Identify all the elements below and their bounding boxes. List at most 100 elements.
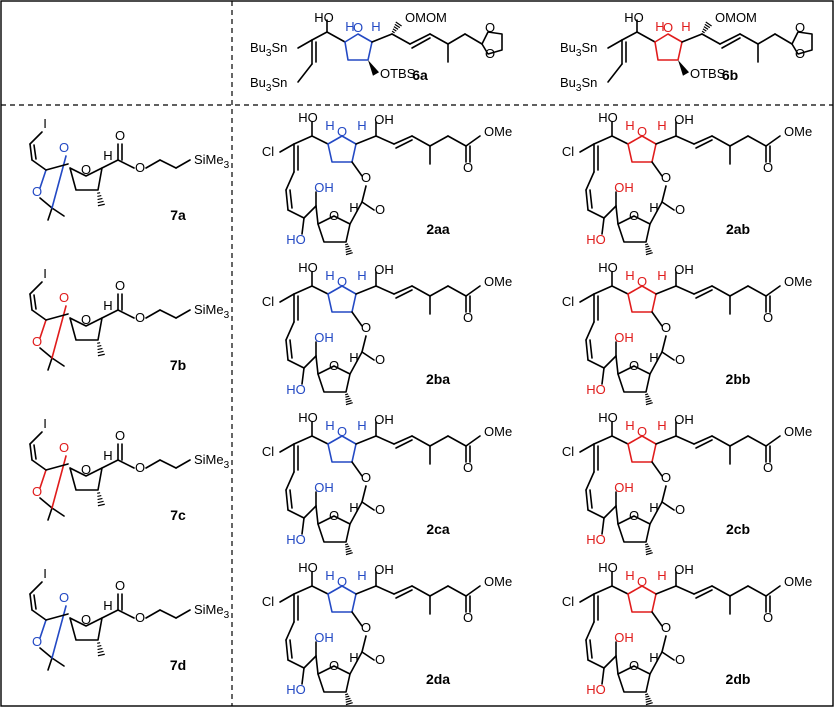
lactone-carbonyl-o: O bbox=[675, 652, 685, 667]
carbonyl-o: O bbox=[115, 128, 125, 143]
compound-label-2ba: 2ba bbox=[426, 371, 450, 387]
ho-top-label: HO bbox=[598, 110, 618, 125]
lactone-carbonyl-o: O bbox=[675, 352, 685, 367]
ring-oxygen-bottom: O bbox=[329, 358, 339, 373]
h-label-top-1: H bbox=[325, 418, 334, 433]
dioxolane-o2: O bbox=[485, 46, 495, 61]
iodide-label: I bbox=[43, 416, 47, 431]
ho-top-label: HO bbox=[598, 260, 618, 275]
h-label-top-2: H bbox=[357, 118, 366, 133]
h-label-top-2: H bbox=[357, 268, 366, 283]
chloride-label: Cl bbox=[562, 294, 574, 309]
oh-top-label: OH bbox=[674, 262, 694, 277]
ester-carbonyl-o: O bbox=[763, 610, 773, 625]
chloride-label: Cl bbox=[562, 444, 574, 459]
h-label-top-1: H bbox=[625, 568, 634, 583]
h-label-2: H bbox=[371, 19, 380, 34]
chloride-label: Cl bbox=[262, 144, 274, 159]
ho-lower-label: HO bbox=[586, 532, 606, 547]
ho-top-label: HO bbox=[298, 110, 318, 125]
h-label-top-1: H bbox=[325, 268, 334, 283]
acetonide-o1: O bbox=[32, 184, 42, 199]
chloride-label: Cl bbox=[262, 294, 274, 309]
dioxolane-o2: O bbox=[795, 46, 805, 61]
h-label: H bbox=[103, 298, 112, 313]
ring-oxygen-label: O bbox=[81, 612, 91, 627]
iodide-label: I bbox=[43, 266, 47, 281]
ring-oxygen-label: O bbox=[81, 462, 91, 477]
compound-label-2ab: 2ab bbox=[726, 221, 750, 237]
sime3-label: SiMe3 bbox=[194, 302, 230, 321]
ester-carbonyl-o: O bbox=[763, 310, 773, 325]
lactone-carbonyl-o: O bbox=[375, 202, 385, 217]
ho-lower-label: HO bbox=[586, 682, 606, 697]
h-label: H bbox=[103, 598, 112, 613]
ring-oxygen-label: O bbox=[663, 20, 673, 35]
compound-label-7d: 7d bbox=[170, 657, 186, 673]
oh-lower-label: OH bbox=[614, 480, 634, 495]
compound-label-2aa: 2aa bbox=[426, 221, 450, 237]
h-label-1: H bbox=[345, 19, 354, 34]
ho-lower-label: HO bbox=[286, 232, 306, 247]
lactone-carbonyl-o: O bbox=[675, 202, 685, 217]
ring-oxygen-label: O bbox=[81, 312, 91, 327]
acetonide-o1: O bbox=[32, 634, 42, 649]
sime3-label: SiMe3 bbox=[194, 452, 230, 471]
iodide-label: I bbox=[43, 116, 47, 131]
ome-label: OMe bbox=[784, 274, 812, 289]
ring-oxygen-top: O bbox=[637, 124, 647, 139]
ome-label: OMe bbox=[784, 424, 812, 439]
ester-carbonyl-o: O bbox=[763, 460, 773, 475]
otbs-label: OTBS bbox=[380, 66, 416, 81]
h-label-top-2: H bbox=[657, 118, 666, 133]
oh-top-label: OH bbox=[674, 562, 694, 577]
carbonyl-o: O bbox=[115, 428, 125, 443]
ho-lower-label: HO bbox=[586, 232, 606, 247]
h-label-1: H bbox=[655, 19, 664, 34]
chloride-label: Cl bbox=[262, 444, 274, 459]
h-label-2: H bbox=[681, 19, 690, 34]
dioxolane-o1: O bbox=[485, 20, 495, 35]
compound-label-2ca: 2ca bbox=[426, 521, 450, 537]
lactone-o: O bbox=[361, 470, 371, 485]
h-label-top-1: H bbox=[325, 118, 334, 133]
omom-label: OMOM bbox=[715, 10, 757, 25]
lactone-o: O bbox=[361, 320, 371, 335]
lactone-carbonyl-o: O bbox=[375, 502, 385, 517]
acetonide-o1: O bbox=[32, 334, 42, 349]
h-label-bottom: H bbox=[349, 500, 358, 515]
oh-top-label: OH bbox=[374, 112, 394, 127]
otbs-label: OTBS bbox=[690, 66, 726, 81]
oh-top-label: OH bbox=[374, 562, 394, 577]
ester-carbonyl-o: O bbox=[463, 610, 473, 625]
sime3-label: SiMe3 bbox=[194, 152, 230, 171]
ome-label: OMe bbox=[784, 124, 812, 139]
lactone-o: O bbox=[661, 320, 671, 335]
ho-lower-label: HO bbox=[586, 382, 606, 397]
lactone-o: O bbox=[661, 620, 671, 635]
h-label-top-2: H bbox=[357, 418, 366, 433]
ome-label: OMe bbox=[784, 574, 812, 589]
compound-label-2cb: 2cb bbox=[726, 521, 750, 537]
compound-label-7a: 7a bbox=[170, 207, 186, 223]
h-label-top-2: H bbox=[357, 568, 366, 583]
h-label-top-1: H bbox=[625, 268, 634, 283]
bu3sn-bottom-label: Bu3Sn bbox=[250, 75, 287, 94]
h-label-top-1: H bbox=[625, 418, 634, 433]
oh-top-label: OH bbox=[674, 412, 694, 427]
ring-oxygen-bottom: O bbox=[629, 508, 639, 523]
h-label-bottom: H bbox=[349, 650, 358, 665]
ome-label: OMe bbox=[484, 424, 512, 439]
acetonide-o1: O bbox=[32, 484, 42, 499]
compound-label-2bb: 2bb bbox=[726, 371, 751, 387]
lactone-o: O bbox=[361, 170, 371, 185]
carbonyl-o: O bbox=[115, 278, 125, 293]
acetonide-o2: O bbox=[59, 290, 69, 305]
h-label-top-2: H bbox=[657, 418, 666, 433]
chloride-label: Cl bbox=[562, 144, 574, 159]
